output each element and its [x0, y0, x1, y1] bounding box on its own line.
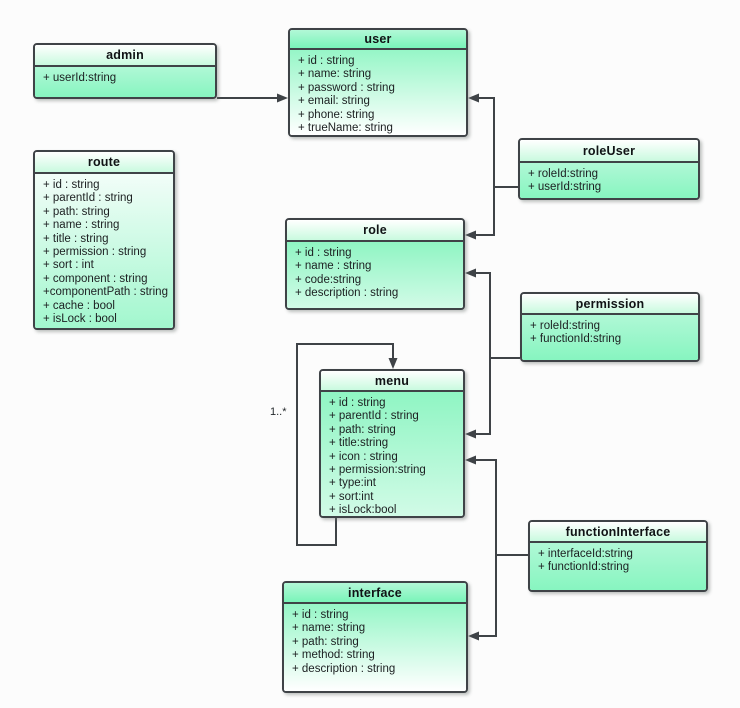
connector-permission-role [465, 268, 520, 359]
class-attributes: + id : string+ name: string+ path: strin… [284, 604, 466, 691]
class-attribute: + id : string [43, 179, 100, 191]
class-title: permission [522, 294, 698, 315]
class-attribute: + isLock:bool [329, 504, 397, 517]
arrowhead-into-menu-top [388, 358, 398, 369]
class-attribute: + id : string [329, 397, 386, 409]
class-attribute: + id : string [295, 247, 352, 259]
class-title: route [35, 152, 173, 174]
arrowhead-into-interface [468, 631, 479, 641]
connector-functioninterface-menu [465, 455, 528, 556]
class-attribute: + method: string [292, 649, 375, 662]
class-interface[interactable]: interface+ id : string+ name: string+ pa… [282, 581, 468, 693]
class-attribute: + interfaceId:string [538, 548, 633, 560]
class-permission[interactable]: permission+ roleId:string+ functionId:st… [520, 292, 700, 362]
class-attribute: + code:string [295, 273, 362, 286]
class-attributes: + id : string+ name: string+ password : … [290, 50, 466, 135]
class-functioninterface[interactable]: functionInterface+ interfaceId:string+ f… [528, 520, 708, 592]
arrowhead-into-role-lower [465, 268, 476, 278]
class-attribute: + component : string [43, 272, 148, 285]
arrowhead-into-menu-upper [465, 429, 476, 439]
class-attribute: + cache : bool [43, 299, 115, 312]
class-attribute: + sort : int [43, 259, 94, 272]
class-roleuser[interactable]: roleUser+ roleId:string+ userId:string [518, 138, 700, 200]
class-attribute: + path: string [292, 635, 359, 648]
class-attribute: + phone: string [298, 108, 375, 121]
class-route[interactable]: route+ id : string+ parentId : string+ p… [33, 150, 175, 330]
class-attributes: + roleId:string+ userId:string [520, 163, 698, 198]
class-attribute: + trueName: string [298, 122, 393, 135]
class-attribute: + name : string [295, 260, 372, 273]
class-attribute: + icon : string [329, 450, 398, 463]
class-attribute: + path: string [43, 205, 110, 218]
connector-permission-menu [465, 358, 491, 439]
class-attribute: + title : string [43, 232, 109, 245]
class-attribute: + title:string [329, 437, 389, 450]
class-attribute: + id : string [298, 55, 355, 67]
class-attribute: + description : string [295, 287, 399, 300]
class-attribute: + permission:string [329, 464, 426, 477]
class-title: role [287, 220, 463, 242]
class-attribute: + roleId:string [530, 320, 600, 332]
arrowhead-into-role-upper [465, 230, 476, 240]
multiplicity-label: 1..* [270, 406, 287, 418]
class-admin[interactable]: admin + userId:string [33, 43, 217, 99]
class-attribute: + name : string [43, 219, 120, 232]
class-attribute: + description : string [292, 662, 396, 675]
class-attribute: + sort:int [329, 490, 374, 503]
class-title: functionInterface [530, 522, 706, 543]
class-title: user [290, 30, 466, 50]
class-attribute: + userId:string [43, 72, 117, 84]
class-attribute: + parentId : string [329, 410, 419, 423]
class-title: interface [284, 583, 466, 604]
class-attribute: + permission : string [43, 246, 147, 259]
class-attribute: + password : string [298, 81, 395, 94]
class-attributes: + roleId:string+ functionId:string [522, 315, 698, 360]
connector-menu-self-loop [296, 343, 398, 546]
class-attribute: + roleId:string [528, 168, 598, 180]
class-menu[interactable]: menu+ id : string+ parentId : string+ pa… [319, 369, 465, 518]
class-user[interactable]: user+ id : string+ name: string+ passwor… [288, 28, 468, 137]
class-attribute: + userId:string [528, 181, 602, 194]
class-attribute: + name: string [292, 622, 366, 635]
class-attribute: + id : string [292, 609, 349, 621]
class-attribute: + path: string [329, 423, 396, 436]
class-attributes: + id : string+ name : string+ code:strin… [287, 242, 463, 308]
connector-functioninterface-interface [468, 555, 497, 641]
class-attribute: + functionId:string [538, 561, 630, 574]
class-attributes: + interfaceId:string+ functionId:string [530, 543, 706, 590]
connector-roleuser-user [468, 93, 518, 188]
class-title: roleUser [520, 140, 698, 163]
connector-admin-user [217, 93, 288, 103]
arrowhead-into-user-left [277, 93, 288, 103]
class-attributes: + id : string+ parentId : string+ path: … [321, 392, 463, 517]
class-attribute: + email: string [298, 95, 370, 108]
class-title: admin [35, 45, 215, 67]
class-attribute: + type:int [329, 477, 376, 490]
arrowhead-into-user-right [468, 93, 479, 103]
connector-roleuser-role [465, 187, 495, 240]
class-attributes: + id : string+ parentId : string+ path: … [35, 174, 173, 328]
class-attribute: + isLock : bool [43, 313, 117, 326]
class-attribute: +componentPath : string [43, 286, 168, 299]
arrowhead-into-menu-lower [465, 455, 476, 465]
class-attributes: + userId:string [35, 67, 215, 97]
class-title: menu [321, 371, 463, 392]
class-attribute: + parentId : string [43, 192, 133, 205]
class-role[interactable]: role+ id : string+ name : string+ code:s… [285, 218, 465, 310]
class-attribute: + name: string [298, 68, 372, 81]
class-attribute: + functionId:string [530, 333, 622, 346]
